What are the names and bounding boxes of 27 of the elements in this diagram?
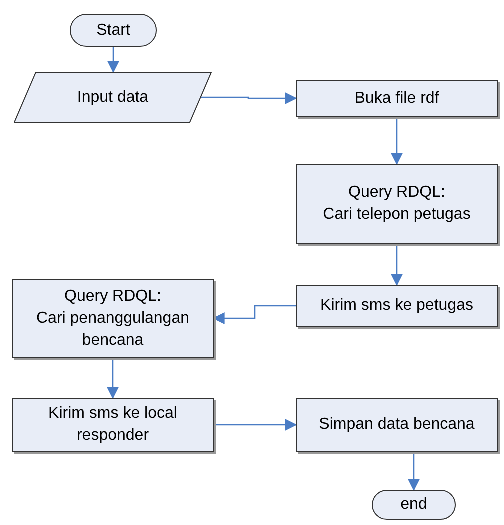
process-box bbox=[296, 398, 498, 452]
node-text: Buka file rdf bbox=[354, 88, 440, 108]
arrow bbox=[391, 117, 403, 166]
node-text: Kirim sms ke local responder bbox=[48, 404, 178, 446]
arrow bbox=[391, 244, 403, 286]
node-text: Start bbox=[96, 20, 130, 40]
node-text: Cari penanggulangan bencana bbox=[35, 308, 190, 350]
arrow bbox=[214, 419, 298, 431]
terminator bbox=[70, 14, 157, 47]
node-text: Input data bbox=[77, 88, 149, 108]
process-box bbox=[296, 80, 498, 117]
node-text: Query RDQL: bbox=[64, 286, 162, 306]
process-box bbox=[12, 398, 214, 452]
arrow bbox=[107, 358, 119, 400]
node-text: Kirim sms ke petugas bbox=[320, 296, 474, 316]
node-text: Cari telepon petugas bbox=[323, 205, 471, 225]
arrow bbox=[201, 92, 298, 104]
process-box bbox=[296, 164, 498, 244]
input-parallelogram bbox=[14, 72, 212, 123]
process-box bbox=[296, 285, 498, 327]
node-text: end bbox=[400, 495, 428, 515]
node-text: Simpan data bencana bbox=[319, 415, 475, 435]
node-text: Query RDQL: bbox=[348, 183, 446, 203]
process-box bbox=[12, 279, 214, 358]
arrow bbox=[408, 452, 420, 492]
terminator bbox=[372, 490, 456, 520]
arrow bbox=[108, 47, 120, 74]
